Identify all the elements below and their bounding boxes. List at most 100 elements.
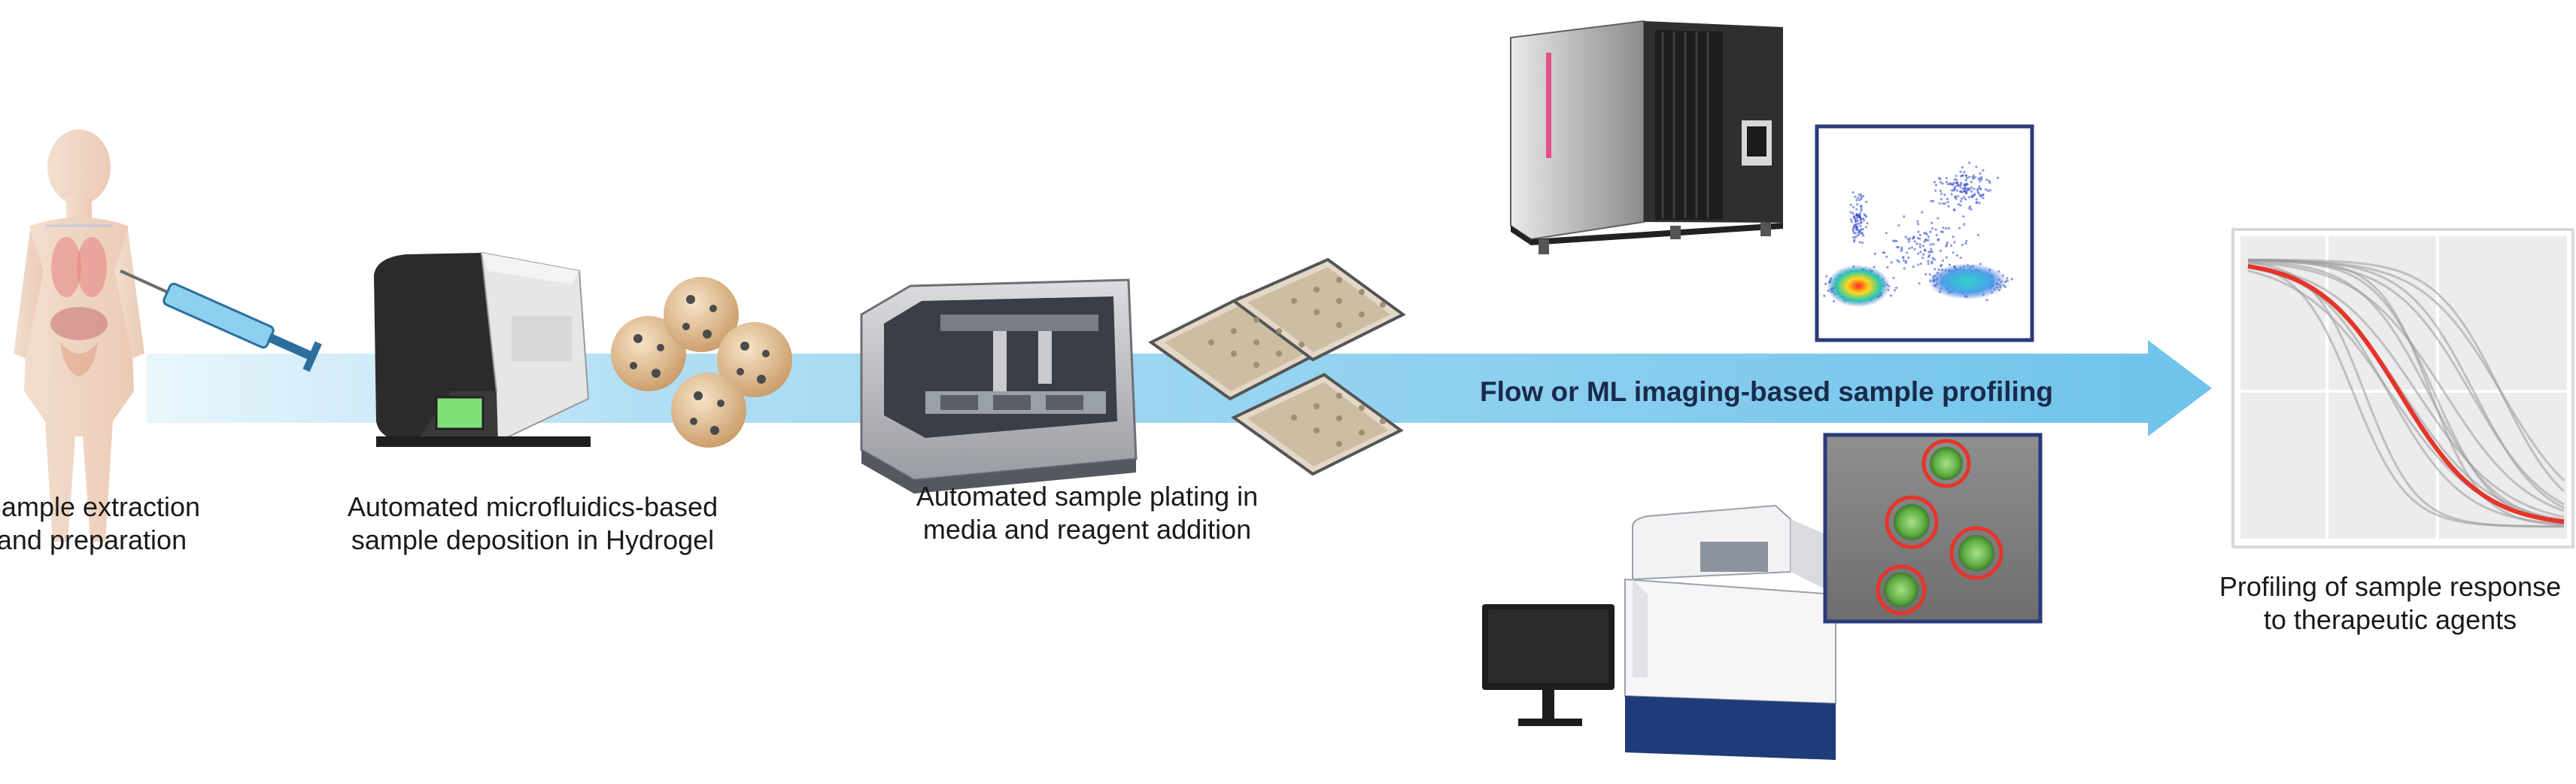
scatter-dot (1873, 252, 1876, 255)
scatter-dot (1858, 233, 1861, 236)
scatter-dot (1984, 188, 1987, 191)
scatter-dot (1902, 256, 1905, 259)
scatter-dot (1968, 175, 1971, 178)
scatter-dot (1930, 227, 1934, 230)
scatter-dot (1960, 181, 1963, 185)
scatter-dot (1900, 246, 1903, 249)
scatter-dot (1945, 256, 1948, 259)
scatter-dot (1934, 228, 1937, 231)
scatter-dot (1986, 189, 1989, 192)
scatter-dot (1972, 177, 1975, 181)
scatter-dot (1918, 237, 1921, 240)
response-curves (2247, 258, 2565, 528)
scatter-dot (1940, 263, 1943, 266)
scatter-dot (1903, 267, 1906, 270)
scatter-dot (1961, 244, 1964, 247)
caption-line: Automated sample plating in (916, 481, 1259, 512)
scatter-dot (1917, 223, 1920, 226)
scatter-dot (1939, 190, 1943, 193)
scatter-dot (1935, 233, 1938, 237)
organoid-highlight-circles (1876, 439, 2003, 615)
scatter-dot (1937, 217, 1940, 220)
scatter-dot (1978, 185, 1981, 188)
scatter-dot (1946, 197, 1949, 201)
scatter-dot (1824, 282, 1827, 285)
scatter-dot (1923, 248, 1927, 251)
scatter-dot (1910, 246, 1913, 249)
scatter-dot (1823, 294, 1826, 297)
scatter-dot (1963, 189, 1966, 193)
scatter-dot (1948, 226, 1951, 229)
scatter-dot (1930, 221, 1934, 224)
scatter-dot (1961, 174, 1964, 177)
scatter-dot (1975, 202, 1978, 205)
caption-microfluidics: Automated microfluidics-based sample dep… (337, 491, 728, 557)
scatter-dot (1854, 218, 1857, 221)
scatter-dot (1959, 186, 1962, 189)
scatter-dot (1865, 200, 1868, 203)
scatter-dot (1961, 166, 1964, 169)
scatter-dot (1921, 211, 1924, 214)
scatter-dot (1889, 294, 1892, 297)
scatter-dot (1852, 240, 1855, 243)
scatter-dot (1978, 193, 1981, 196)
scatter-dot (1962, 215, 1965, 218)
scatter-dot (1933, 181, 1936, 184)
scatter-dot (1859, 224, 1862, 227)
scatter-dot (1946, 181, 1949, 184)
caption-line: sample deposition in Hydrogel (351, 524, 715, 555)
scatter-dot (1857, 215, 1860, 218)
scatter-dot (1975, 198, 1978, 201)
scatter-dot (1908, 240, 1911, 243)
scatter-dot (1865, 215, 1868, 218)
scatter-dot (1974, 176, 1977, 179)
scatter-dot (1973, 187, 1976, 190)
scatter-dot (1897, 246, 1900, 249)
scatter-dot (1961, 187, 1964, 190)
scatter-dot (1939, 178, 1942, 181)
scatter-dot (1966, 183, 1969, 186)
microfluidics-instrument-icon (374, 251, 591, 447)
scatter-dot (1886, 266, 1889, 269)
liquid-handler-robot-icon (860, 278, 1138, 494)
scatter-dot (1985, 299, 1988, 302)
scatter-dot (1932, 199, 1935, 202)
scatter-dot (1946, 201, 1949, 204)
scatter-dot (1860, 205, 1863, 208)
flow-scatter-plot (1815, 124, 2034, 342)
dose-response-plot (2231, 228, 2574, 548)
organoid-image (1823, 433, 2043, 624)
scatter-dot (1866, 222, 1869, 225)
scatter-dot (1927, 236, 1930, 239)
scatter-dot (1952, 189, 1955, 192)
scatter-dot (1927, 263, 1930, 266)
scatter-dot (1970, 196, 1973, 199)
scatter-dot (1934, 184, 1938, 187)
scatter-dot (1950, 193, 1953, 196)
scatter-dot (1970, 208, 1973, 211)
scatter-dot (1934, 268, 1937, 271)
scatter-dot (1915, 242, 1918, 245)
scatter-dot (1862, 234, 1865, 237)
scatter-dot (1850, 220, 1853, 223)
scatter-dot (1919, 251, 1922, 254)
scatter-dot (1943, 202, 1946, 205)
scatter-dot (1930, 248, 1933, 251)
scatter-dot (1918, 245, 1921, 248)
caption-line: Sample extraction (0, 491, 201, 522)
scatter-dot (1859, 193, 1863, 196)
scatter-dot (1917, 230, 1920, 233)
scatter-dot (1912, 236, 1915, 239)
scatter-dot (1893, 239, 1897, 242)
scatter-dot (1959, 204, 1962, 207)
scatter-dot (1942, 226, 1945, 229)
scatter-dot (1975, 166, 1978, 169)
imaging-station-icon (1482, 504, 1836, 760)
scatter-dot (1979, 187, 1982, 190)
scatter-dot (1904, 236, 1907, 239)
scatter-dot (1946, 183, 1949, 186)
scatter-dot (1940, 230, 1943, 233)
scatter-dot (1856, 234, 1859, 237)
scatter-dot (1959, 256, 1962, 260)
